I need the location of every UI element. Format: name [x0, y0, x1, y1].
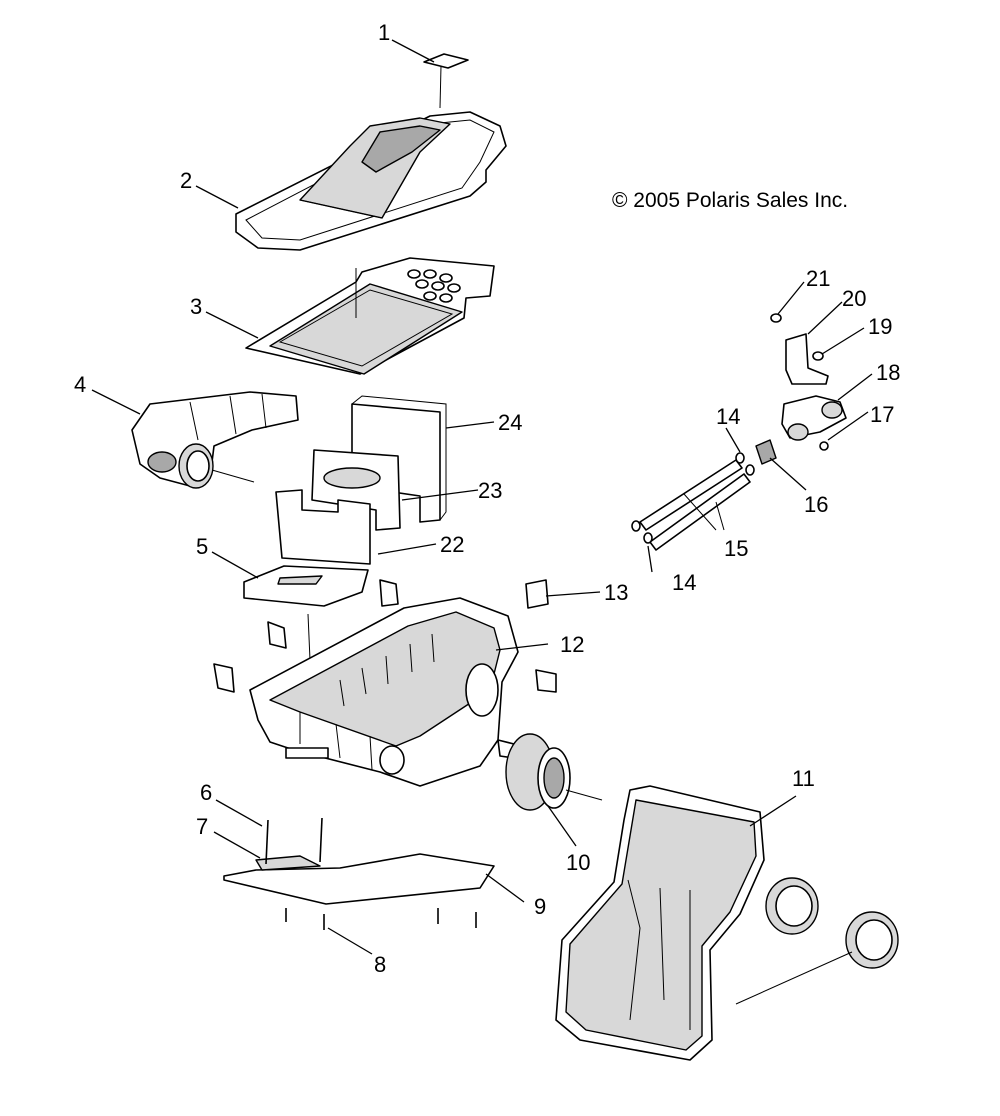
part-9-plate: [223, 853, 495, 905]
part-8-screws: [285, 908, 477, 930]
part-5-foam-block: [243, 565, 369, 661]
callout-8: 8: [374, 952, 386, 977]
callout-1: 1: [378, 20, 390, 45]
part-15-hoses: [639, 459, 751, 551]
part-23-foam-pad: [311, 449, 401, 531]
part-16-gasket: [755, 439, 777, 465]
part-19-nut: [812, 351, 824, 361]
part-14-clamps: [631, 452, 755, 544]
part-12-airbox-base: [249, 597, 519, 787]
callout-22: 22: [440, 532, 464, 557]
part-18-valve: [781, 395, 847, 441]
callout-3: 3: [190, 294, 202, 319]
part-20-bracket: [785, 333, 829, 385]
callout-20: 20: [842, 286, 866, 311]
callout-16: 16: [804, 492, 828, 517]
part-10-coupler: [505, 733, 603, 811]
callout-4: 4: [74, 372, 86, 397]
duct-ring-lower: [735, 911, 899, 1005]
callout-23: 23: [478, 478, 502, 503]
callout-11: 11: [792, 766, 815, 791]
callout-18: 18: [876, 360, 900, 385]
part-6-rivets: [265, 817, 323, 865]
callout-12: 12: [560, 632, 584, 657]
callout-2: 2: [180, 168, 192, 193]
callout-10: 10: [566, 850, 590, 875]
part-22-foam-pad: [275, 489, 371, 565]
callout-7: 7: [196, 814, 208, 839]
copyright-text: © 2005 Polaris Sales Inc.: [612, 189, 848, 212]
callout-6: 6: [200, 780, 212, 805]
callout-21: 21: [806, 266, 830, 291]
callout-24: 24: [498, 410, 522, 435]
callout-19: 19: [868, 314, 892, 339]
callout-9: 9: [534, 894, 546, 919]
leader-lines: [91, 39, 873, 955]
callout-13: 13: [604, 580, 628, 605]
callout-14-upper: 14: [716, 404, 740, 429]
part-3-air-filter: [245, 257, 495, 375]
callout-17: 17: [870, 402, 894, 427]
duct-ring-upper: [765, 877, 819, 935]
part-11-duct: [555, 785, 765, 1061]
filter-holes: [407, 269, 461, 303]
callout-15: 15: [724, 536, 748, 561]
part-17-screw: [819, 441, 829, 451]
part-2-airbox-lid: [235, 65, 507, 251]
callout-14-lower: 14: [672, 570, 696, 595]
part-1-decal: [423, 53, 469, 69]
callout-5: 5: [196, 534, 208, 559]
part-4-intake-duct: [131, 391, 299, 489]
part-21-bolt: [770, 313, 782, 323]
